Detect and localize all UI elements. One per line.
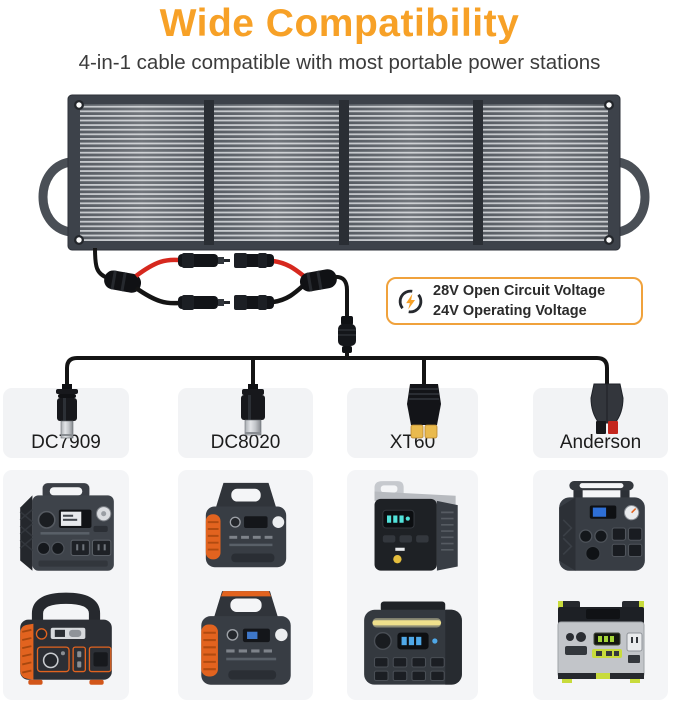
- connector-tile-dc8020: DC8020: [178, 388, 313, 458]
- red-cable: [134, 257, 180, 278]
- y-splitter-right: [299, 269, 337, 292]
- power-station-image: [374, 481, 458, 571]
- panel-output-cable: [93, 247, 109, 280]
- connector-label: DC7909: [31, 432, 101, 453]
- black-cable: [134, 286, 180, 306]
- red-cable: [272, 258, 307, 279]
- four-way-bus-cable: [65, 356, 609, 388]
- solar-panel-frame: [67, 94, 621, 251]
- inline-adapter-connector: [338, 316, 356, 353]
- compatible-stations-dc8020: [178, 470, 313, 700]
- panel-handle-right: [616, 157, 650, 237]
- power-station-image: [205, 483, 286, 568]
- connector-label: Anderson: [559, 432, 642, 453]
- compatible-stations-anderson: [533, 470, 668, 700]
- adapter-cable: [333, 274, 349, 320]
- power-station-image: [558, 481, 645, 572]
- compatible-stations-xt60: [347, 470, 478, 700]
- power-station-image: [557, 600, 644, 683]
- power-station-image: [20, 592, 112, 685]
- connector-tile-xt60: XT60: [347, 388, 478, 458]
- mc4-connector-pair-red: [178, 253, 274, 268]
- connector-label: DC8020: [210, 432, 281, 453]
- connector-tile-anderson: Anderson: [533, 388, 668, 458]
- compatible-stations-dc7909: [3, 470, 129, 700]
- connector-label: XT60: [389, 432, 436, 453]
- solar-panel-cells: [80, 104, 608, 241]
- lightning-icon: [398, 289, 423, 313]
- page-subtitle: 4-in-1 cable compatible with most portab…: [78, 51, 601, 74]
- power-station-image: [363, 601, 462, 685]
- panel-handle-left: [38, 157, 72, 237]
- solar-panel-illustration: [38, 94, 650, 251]
- power-station-image: [19, 483, 114, 571]
- operating-voltage: 24V Operating Voltage: [433, 303, 587, 319]
- power-station-image: [200, 590, 291, 685]
- y-splitter-left: [104, 270, 142, 293]
- panel-fold-dividers: [204, 100, 483, 245]
- page-title: Wide Compatibility: [159, 2, 520, 45]
- open-circuit-voltage: 28V Open Circuit Voltage: [433, 283, 606, 299]
- mc4-connector-pair-black: [178, 295, 274, 310]
- connector-tile-dc7909: DC7909: [3, 388, 129, 458]
- voltage-badge-text: 28V Open Circuit Voltage 24V Operating V…: [433, 281, 605, 321]
- voltage-badge: 28V Open Circuit Voltage 24V Operating V…: [386, 277, 643, 325]
- grommets: [74, 100, 614, 245]
- black-cable: [272, 282, 307, 305]
